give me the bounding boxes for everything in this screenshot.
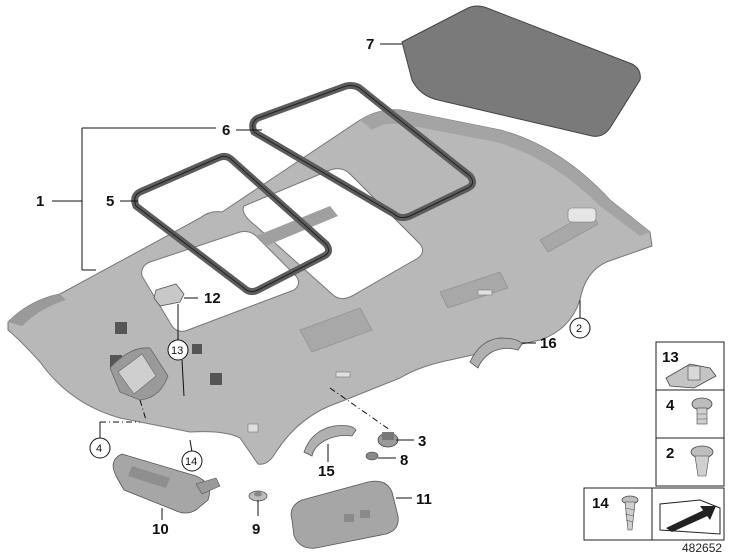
callout-2: 2 — [576, 323, 582, 335]
bracket-part-12 — [153, 283, 185, 307]
callout-4: 4 — [96, 443, 102, 455]
legend-label-13: 13 — [662, 349, 679, 366]
screw-14-icon — [621, 495, 639, 531]
grab-handle-15 — [303, 425, 357, 457]
callouts: 1 5 6 7 12 16 3 8 15 11 9 10 2 13 14 4 — [36, 36, 591, 538]
grab-handle-16 — [469, 337, 523, 369]
legend-label-4: 4 — [666, 397, 675, 414]
legend-panel: 13 4 2 14 — [583, 341, 725, 541]
front-sunroof-seal — [131, 152, 333, 296]
plug-part-8 — [365, 451, 379, 461]
sun-visor-10 — [112, 453, 221, 514]
callout-6: 6 — [222, 122, 230, 139]
sun-visor-11 — [290, 480, 399, 549]
callout-15: 15 — [318, 463, 335, 480]
callout-5: 5 — [106, 193, 114, 210]
callout-9: 9 — [252, 521, 260, 538]
rear-sunroof-seal — [249, 82, 477, 222]
callout-16: 16 — [540, 335, 557, 352]
legend-label-14: 14 — [592, 495, 609, 512]
clip-13-icon — [665, 363, 717, 389]
expanding-rivet-2-icon — [690, 445, 714, 477]
callout-11: 11 — [416, 491, 432, 508]
grommet-part-9 — [248, 490, 268, 502]
callout-8: 8 — [400, 452, 408, 469]
headliner-body — [7, 109, 653, 465]
callout-12: 12 — [204, 290, 221, 307]
arrow-symbol-icon — [659, 499, 721, 535]
document-number: 482652 — [682, 541, 722, 555]
sunshade-panel — [401, 5, 641, 137]
callout-7: 7 — [366, 36, 374, 53]
push-pin-4-icon — [691, 397, 713, 425]
leader-lines — [52, 43, 581, 520]
callout-14: 14 — [185, 456, 197, 468]
legend-label-2: 2 — [666, 445, 674, 462]
callout-1: 1 — [36, 193, 44, 210]
callout-3: 3 — [418, 433, 426, 450]
clip-part-3 — [377, 432, 399, 448]
callout-10: 10 — [152, 521, 169, 538]
callout-13: 13 — [171, 345, 183, 357]
